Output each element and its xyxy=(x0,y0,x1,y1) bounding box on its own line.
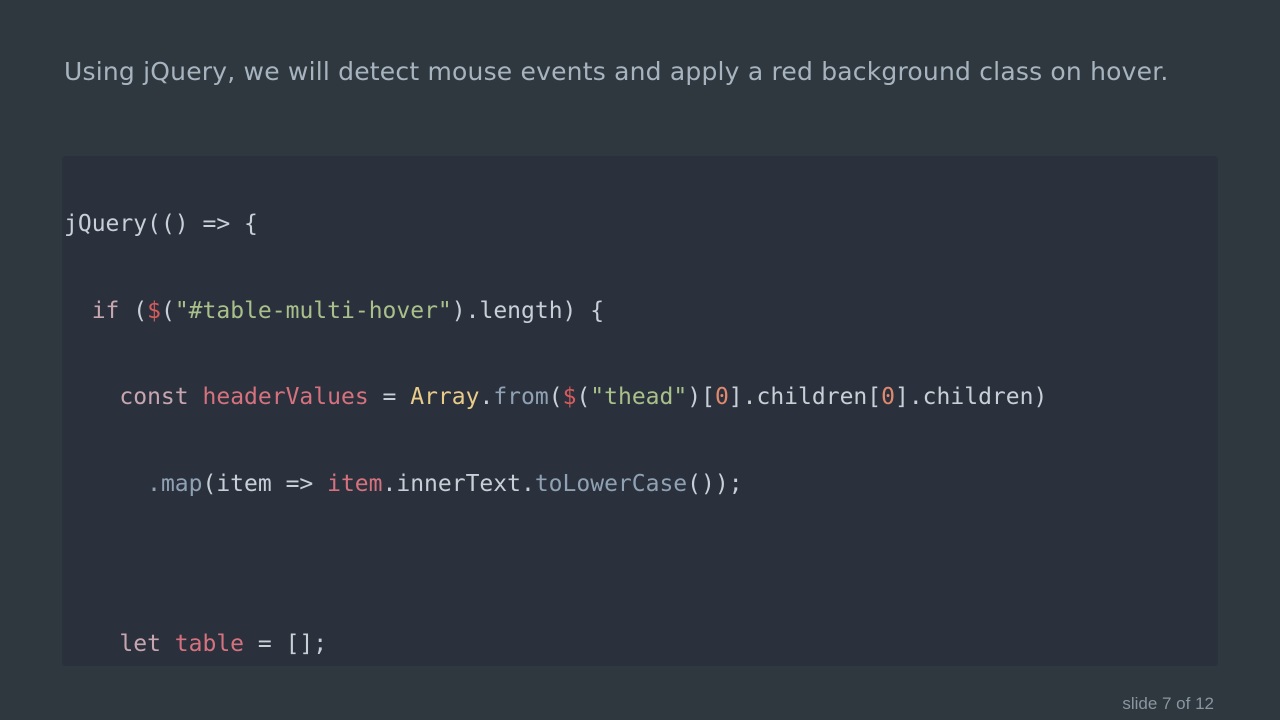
code-line-3: const headerValues = Array.from($("thead… xyxy=(119,384,1048,411)
code-blank-line xyxy=(64,553,1089,575)
code-content: jQuery(() => { if ($("#table-multi-hover… xyxy=(64,156,1089,666)
code-line-1: jQuery(() => { xyxy=(64,211,258,237)
code-line-2: if ($("#table-multi-hover").length) { xyxy=(91,297,605,324)
code-line-4: .map(item => item.innerText.toLowerCase(… xyxy=(64,470,743,497)
code-block: jQuery(() => { if ($("#table-multi-hover… xyxy=(62,156,1218,666)
slide-counter: slide 7 of 12 xyxy=(1122,694,1214,713)
code-line-5: let table = []; xyxy=(119,630,328,657)
slide-intro-text: Using jQuery, we will detect mouse event… xyxy=(64,57,1169,86)
